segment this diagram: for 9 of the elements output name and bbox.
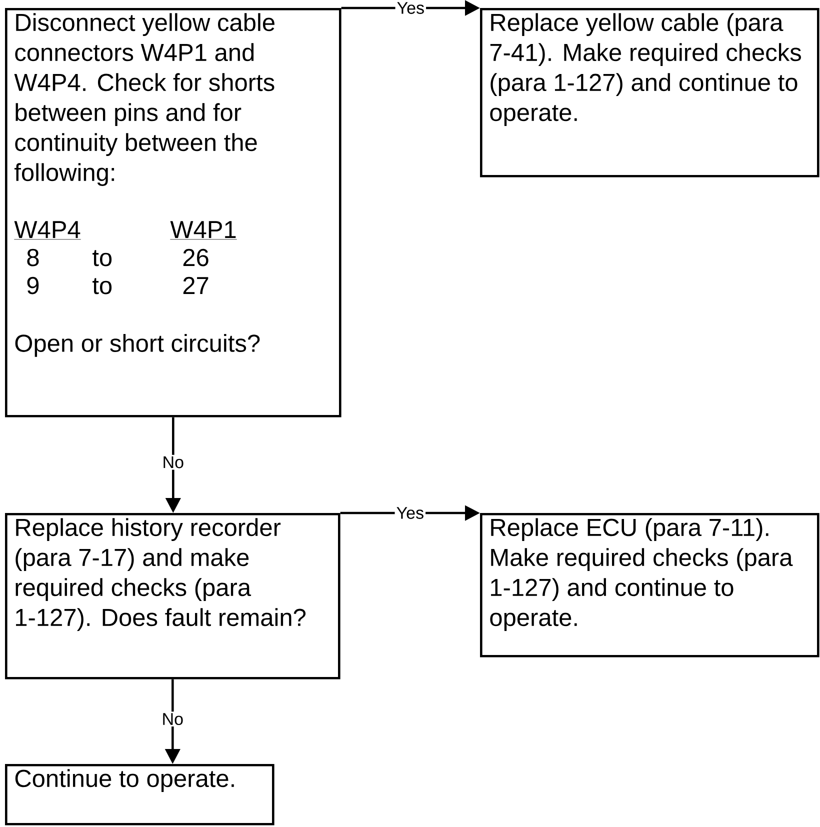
process-box: Replace yellow cable (para 7-41). Make required checks (para 1-127) and continue to operate. [480,8,820,178]
process-box: Continue to operate. [5,764,274,826]
process-box: Disconnect yellow cable connectors W4P1 and W4P4. Check for shorts between pins and for continuity between the following: W4P4 W4P1 8 to 26 9 to 27 Open or short circuits? [5,8,342,418]
process-box: Replace ECU (para 7-11). Make required checks (para 1-127) and continue to operate. [480,513,820,658]
edge-label: No [160,454,186,470]
process-box: Replace history recorder (para 7-17) and make required checks (para 1-127). Does fault remain? [5,513,340,680]
edge-label: Yes [395,0,426,16]
edge-label: No [160,712,186,727]
edge-label: Yes [394,506,426,520]
